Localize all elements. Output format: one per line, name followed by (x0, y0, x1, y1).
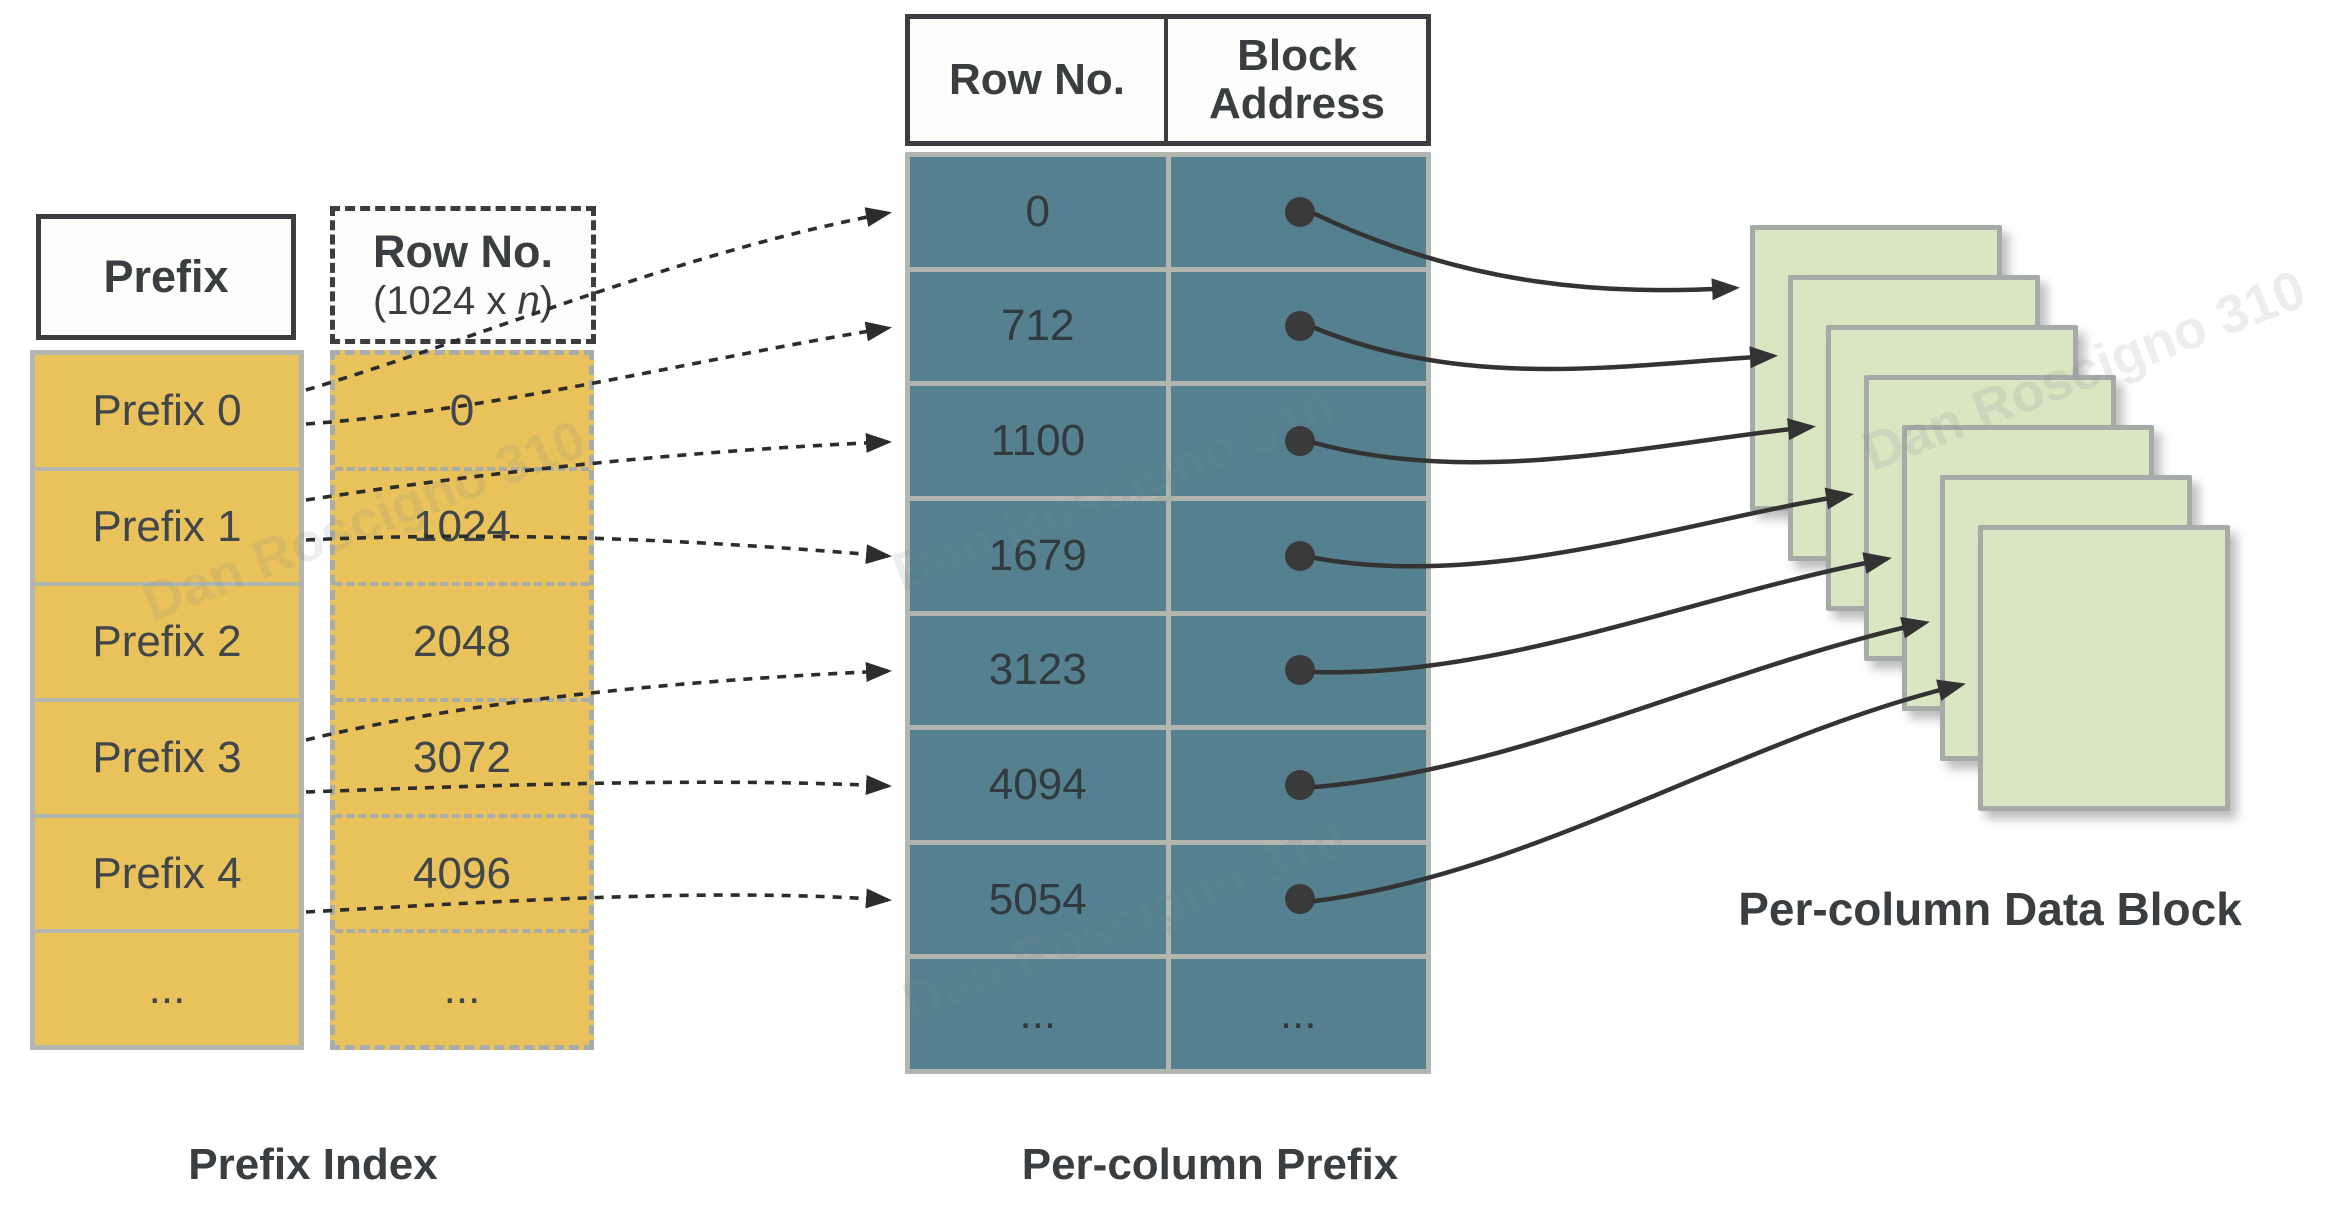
row-no-value-ellipsis: ... (910, 959, 1166, 1069)
prefix-cell: Prefix 4 (35, 813, 299, 930)
per-column-prefix-table: 0 712 1100 1679 3123 4094 5054 ... ... (905, 152, 1431, 1074)
row-no-column-header: Row No. (910, 19, 1168, 141)
prefix-index-table: Prefix 0 Prefix 1 Prefix 2 Prefix 3 Pref… (30, 350, 304, 1050)
row-no-header-box: Row No. (1024 x n) (330, 206, 596, 344)
row-no-cell: 0 (449, 385, 475, 435)
row-no-value: 0 (910, 157, 1166, 267)
prefix-cell: Prefix 3 (35, 698, 299, 814)
per-column-prefix-caption: Per-column Prefix (1021, 1140, 1399, 1189)
per-column-prefix-header: Row No. Block Address (905, 14, 1431, 146)
prefix-header-box: Prefix (36, 214, 296, 340)
prefix-cell-ellipsis: ... (35, 929, 299, 1045)
row-no-cell: 3072 (335, 698, 589, 814)
block-address-column-header: Block Address (1208, 30, 1386, 128)
block-address-cell-ellipsis: ... (1170, 959, 1426, 1069)
row-no-cell-ellipsis: ... (335, 929, 589, 1045)
row-no-value: 5054 (910, 844, 1166, 955)
row-no-cell: 4096 (335, 813, 589, 930)
row-no-cell: 2048 (335, 582, 589, 698)
data-block-sheet-front (1978, 525, 2230, 811)
row-no-value: 1100 (910, 386, 1166, 496)
row-no-value: 4094 (910, 730, 1166, 840)
row-no-header-subtitle: (1024 x n) (372, 278, 554, 323)
prefix-cell: Prefix 1 (35, 466, 299, 583)
block-address-cell (1170, 844, 1426, 955)
prefix-cell: Prefix 2 (35, 582, 299, 698)
data-block-caption: Per-column Data Block (1738, 883, 2242, 935)
prefix-header-label: Prefix (103, 251, 229, 303)
block-address-cell (1170, 157, 1426, 267)
block-address-cell (1170, 386, 1426, 496)
row-no-cell: 1024 (335, 466, 589, 583)
block-address-cell (1170, 615, 1426, 726)
block-address-cell (1170, 271, 1426, 382)
row-no-header-title: Row No. (373, 226, 553, 278)
row-no-column: 0 1024 2048 3072 4096 ... (330, 350, 594, 1050)
row-no-value: 1679 (910, 500, 1166, 611)
block-address-cell (1170, 730, 1426, 840)
row-no-value: 712 (910, 271, 1166, 382)
block-address-cell (1170, 500, 1426, 611)
prefix-cell: Prefix 0 (92, 385, 242, 435)
row-no-value: 3123 (910, 615, 1166, 726)
prefix-index-caption: Prefix Index (188, 1140, 438, 1189)
